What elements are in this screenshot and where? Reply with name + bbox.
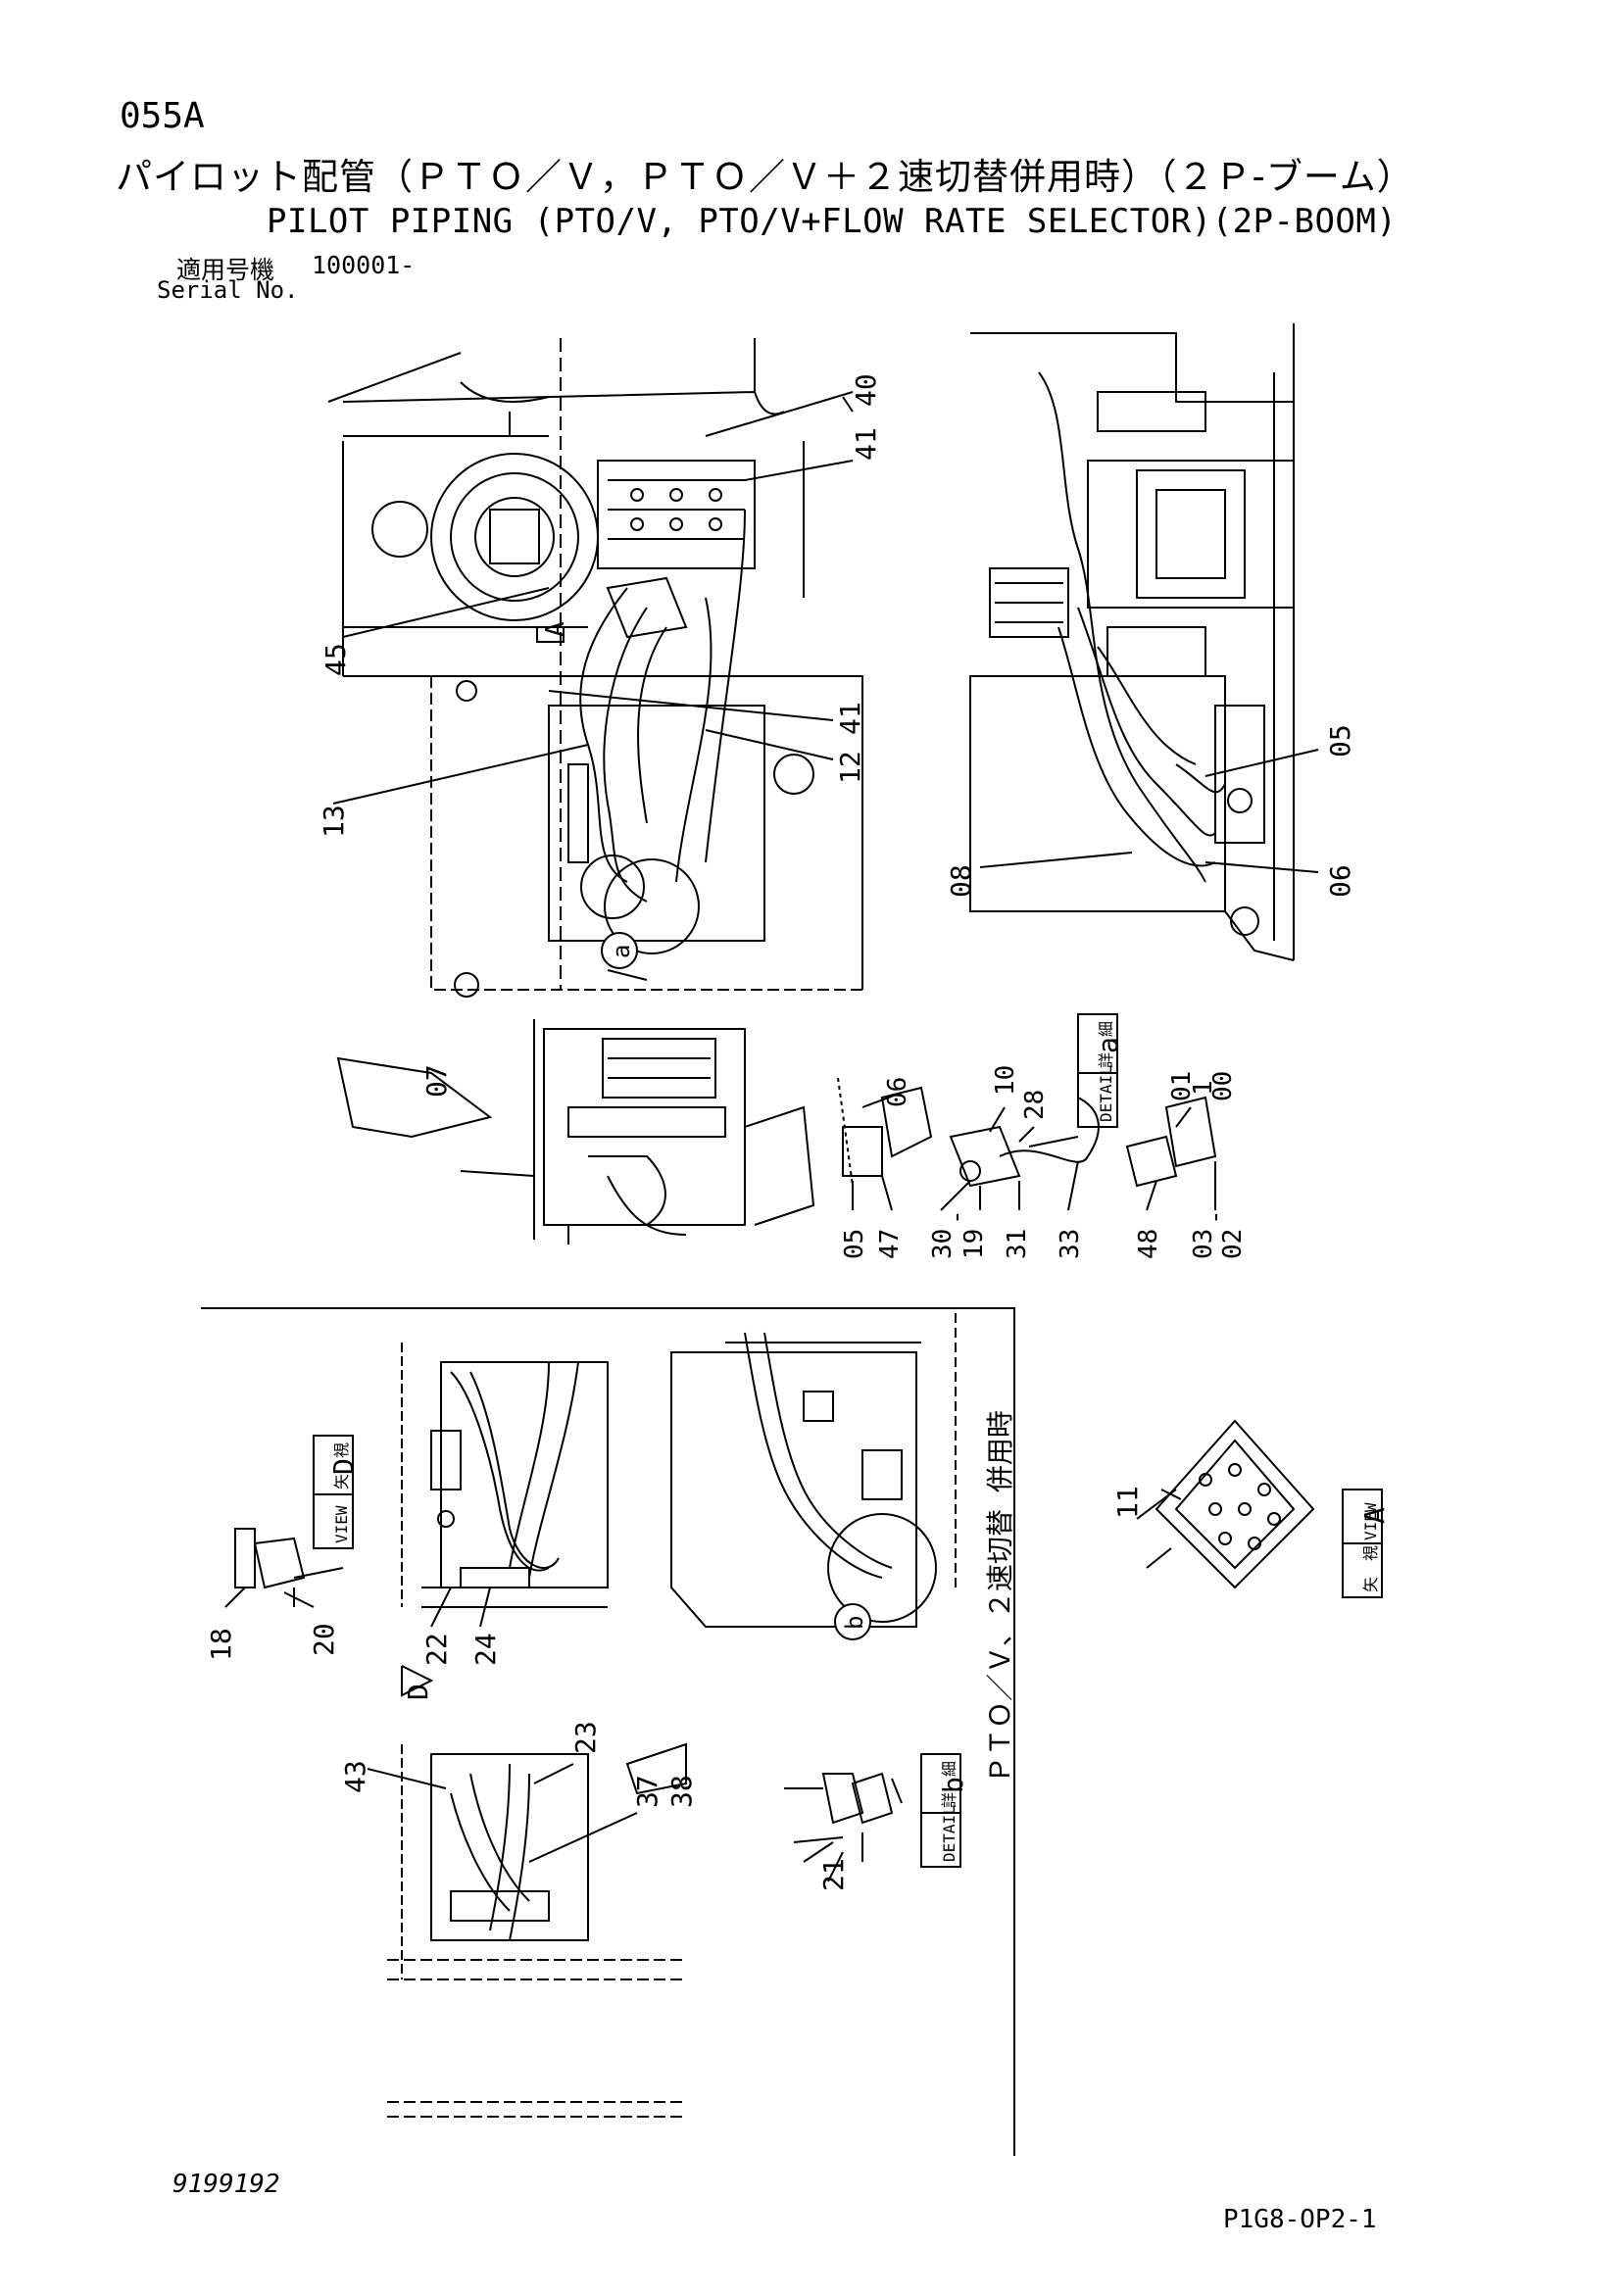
- callout-22: 22: [420, 1633, 453, 1666]
- view-d-drawing: [224, 1343, 609, 1697]
- view-a-drawing: [1136, 1419, 1315, 1589]
- callouts-view-d: 18 20 22 24 D: [205, 1623, 502, 1700]
- arrow-d-label: D: [402, 1684, 434, 1700]
- top-right-view: [969, 323, 1319, 961]
- callout-08: 08: [945, 864, 977, 898]
- callout-13: 13: [318, 805, 350, 838]
- callout-dash-1: -: [942, 1209, 971, 1225]
- detail-a-drawing: [837, 1077, 1217, 1211]
- callout-00: 00: [1208, 1071, 1238, 1101]
- detail-b-en: DETAIL: [940, 1805, 958, 1862]
- page-title-japanese: パイロット配管（ＰＴＯ／Ｖ，ＰＴＯ／Ｖ＋２速切替併用時）（２Ｐ-ブーム）: [116, 156, 1414, 198]
- callout-19: 19: [959, 1229, 989, 1259]
- callout-11: 11: [1111, 1486, 1144, 1519]
- callout-48: 48: [1134, 1229, 1163, 1259]
- callout-21: 21: [817, 1858, 850, 1891]
- callout-28: 28: [1020, 1090, 1050, 1120]
- serial-label-japanese: 適用号機: [176, 256, 275, 284]
- callouts-detail-b: 21: [817, 1858, 850, 1891]
- callout-30: 30: [928, 1229, 958, 1259]
- view-d-letter: D: [327, 1458, 360, 1475]
- detail-b-label-box: 詳 細 DETAIL b: [920, 1753, 969, 1868]
- callout-1: 1: [1189, 1080, 1218, 1096]
- serial-number-value: 100001-: [312, 251, 416, 279]
- middle-left-view: [336, 1019, 815, 1245]
- callouts-top-right: 05 08 06: [945, 724, 1356, 898]
- page-reference: P1G8-OP2-1: [1223, 2205, 1377, 2234]
- callout-02: 02: [1218, 1229, 1248, 1259]
- callout-20: 20: [308, 1623, 340, 1656]
- callout-18: 18: [205, 1628, 237, 1661]
- circle-a-label: a: [608, 945, 635, 958]
- view-a-letter: A: [1358, 1507, 1391, 1524]
- arrow-a-marker: A: [536, 621, 570, 643]
- detail-b-jp: 詳 細: [940, 1761, 958, 1808]
- callout-10: 10: [991, 1065, 1020, 1096]
- page-code: 055A: [120, 96, 205, 136]
- callout-06: 06: [1324, 864, 1356, 898]
- bottom-frame: [201, 1307, 1015, 2156]
- callout-47: 47: [875, 1229, 905, 1259]
- side-note: ＰＴＯ／Ｖ、２速切替 併用時: [984, 1410, 1016, 1783]
- view-d-en: VIEW: [332, 1505, 351, 1543]
- callout-06: 06: [883, 1077, 912, 1107]
- bottom-left-view: [367, 1742, 687, 2118]
- callout-23: 23: [569, 1721, 602, 1754]
- callouts-top-left: 40 41 45 41 12 13: [318, 373, 882, 838]
- callout-38: 38: [665, 1775, 698, 1808]
- callout-43: 43: [339, 1760, 371, 1793]
- callout-03: 03: [1189, 1229, 1218, 1259]
- detail-a-en: DETAIL: [1097, 1065, 1115, 1122]
- callout-33: 33: [1056, 1229, 1085, 1259]
- callout-41: 41: [850, 427, 882, 461]
- callout-31: 31: [1003, 1229, 1032, 1259]
- callouts-middle-left: 07: [420, 1064, 453, 1098]
- detail-b-drawing: [784, 1772, 903, 1882]
- view-a-en: VIEW: [1361, 1502, 1380, 1540]
- view-d-label-box: 矢 視 VIEW D: [313, 1435, 360, 1549]
- callout-dash-2: -: [1201, 1209, 1230, 1225]
- view-a-jp: 矢 視: [1361, 1545, 1380, 1592]
- callout-41-lower: 41: [834, 702, 866, 735]
- callout-07: 07: [420, 1064, 453, 1098]
- callout-40: 40: [850, 373, 882, 407]
- circle-b-label: b: [841, 1616, 868, 1630]
- callout-05: 05: [1324, 724, 1356, 757]
- view-a-label-box: 矢 視 VIEW A: [1342, 1489, 1391, 1598]
- view-d-jp: 矢 視: [332, 1442, 351, 1490]
- detail-a-letter: a: [1092, 1037, 1124, 1053]
- arrow-a-label: A: [541, 621, 570, 637]
- callouts-view-a: 11: [1111, 1486, 1144, 1519]
- drawing-number: 9199192: [172, 2170, 280, 2199]
- detail-a-jp: 詳 細: [1097, 1021, 1115, 1068]
- detail-a-circle: a: [601, 858, 700, 969]
- top-left-view: [327, 338, 863, 998]
- callouts-detail-a: 06 10 28 01 1 00 05 47 30 - 19 31 33 48 …: [840, 1065, 1248, 1259]
- callout-12: 12: [834, 751, 866, 784]
- callout-24: 24: [469, 1633, 502, 1666]
- center-bottom-view: b: [670, 1313, 957, 1640]
- serial-label-english: Serial No.: [157, 276, 299, 304]
- callout-05: 05: [840, 1229, 869, 1259]
- callouts-bottom-left: 43 23 37 38: [339, 1721, 698, 1808]
- detail-b-letter: b: [937, 1777, 969, 1793]
- callout-45: 45: [319, 643, 352, 676]
- page-title-english: PILOT PIPING (PTO/V, PTO/V+FLOW RATE SEL…: [267, 202, 1398, 241]
- callout-37: 37: [631, 1775, 664, 1808]
- callout-01: 01: [1167, 1071, 1197, 1101]
- detail-a-label-box: 詳 細 DETAIL a: [1077, 1013, 1124, 1128]
